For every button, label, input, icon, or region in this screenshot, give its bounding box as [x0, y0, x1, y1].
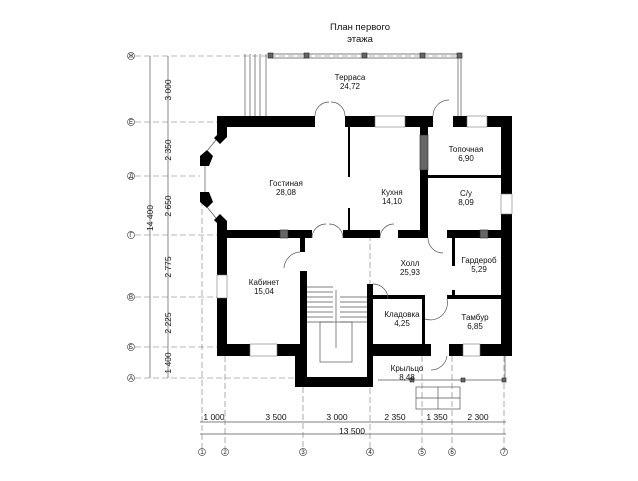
dim-horizontal: 1 350: [426, 412, 448, 422]
room-name-study: Кабинет: [249, 278, 280, 287]
axis-label: 3: [301, 450, 305, 456]
plan-title-line1: План первого: [330, 22, 390, 33]
room-labels: Терраса 24,72 Гостиная 28,08 Кухня 14,10…: [249, 73, 497, 382]
room-name-boiler: Топочная: [449, 145, 484, 154]
axis-label: Д: [129, 174, 133, 180]
room-name-wardrobe: Гардероб: [461, 256, 497, 265]
room-area-boiler: 6,90: [458, 154, 474, 163]
doors: [283, 99, 450, 371]
room-area-living: 28,08: [276, 188, 297, 197]
room-name-porch: Крыльцо: [391, 364, 424, 373]
dim-vertical: 1 400: [163, 352, 173, 374]
axis-label: В: [129, 295, 133, 301]
dim-horizontal: 3 000: [326, 412, 348, 422]
room-area-wardrobe: 5,29: [471, 265, 487, 274]
axis-label: 1: [200, 450, 204, 456]
axis-label: Б: [129, 345, 133, 351]
porch: [378, 356, 507, 410]
room-name-bathroom: С/у: [460, 189, 472, 198]
room-name-living: Гостиная: [269, 179, 303, 188]
axis-grid: [135, 55, 505, 448]
dim-vertical: 2 225: [163, 312, 173, 334]
plan-title-line2: этажа: [347, 34, 374, 45]
room-area-bathroom: 8,09: [458, 198, 474, 207]
dim-horizontal: 2 350: [384, 412, 406, 422]
axis-label: 7: [502, 450, 506, 456]
axis-label: 6: [450, 450, 454, 456]
axis-label: 4: [368, 450, 372, 456]
dim-vertical: 3 000: [163, 79, 173, 101]
room-name-terrace: Терраса: [335, 73, 366, 82]
room-name-kitchen: Кухня: [381, 188, 402, 197]
vertical-dimensions: 14 400 3 000 2 350 2 650 2 775 2 225 1 4…: [145, 56, 173, 378]
walls: [200, 115, 513, 387]
axis-label: Г: [129, 233, 133, 239]
dim-vertical-total: 14 400: [145, 205, 155, 231]
dim-horizontal: 1 000: [203, 412, 225, 422]
dim-horizontal-total: 13 500: [339, 426, 365, 436]
room-area-vestibule: 6,85: [467, 322, 483, 331]
row-axis-markers: Ж Е Д Г В Б А: [127, 52, 135, 382]
horizontal-dimensions: 1 000 3 500 3 000 2 350 1 350 2 300 13 5…: [200, 412, 506, 436]
room-name-vestibule: Тамбур: [461, 313, 489, 322]
column-axis-markers: 1 2 3 4 5 6 7: [198, 448, 508, 456]
dim-vertical: 2 775: [163, 256, 173, 278]
axis-label: 2: [223, 450, 227, 456]
room-area-storage: 4,25: [394, 319, 410, 328]
room-area-porch: 8,48: [399, 373, 415, 382]
room-area-hall: 25,93: [400, 268, 421, 277]
room-area-study: 15,04: [254, 287, 275, 296]
axis-label: Ж: [128, 54, 134, 60]
axis-label: Е: [129, 120, 133, 126]
room-area-kitchen: 14,10: [382, 197, 403, 206]
staircase: [307, 286, 367, 363]
room-name-hall: Холл: [401, 259, 420, 268]
dim-horizontal: 2 300: [467, 412, 489, 422]
dim-vertical: 2 350: [163, 139, 173, 161]
room-name-storage: Кладовка: [384, 310, 420, 319]
terrace: [244, 52, 463, 116]
axis-label: А: [129, 376, 133, 382]
axis-label: 5: [420, 450, 424, 456]
dim-vertical: 2 650: [163, 195, 173, 217]
dim-horizontal: 3 500: [265, 412, 287, 422]
room-area-terrace: 24,72: [340, 82, 361, 91]
